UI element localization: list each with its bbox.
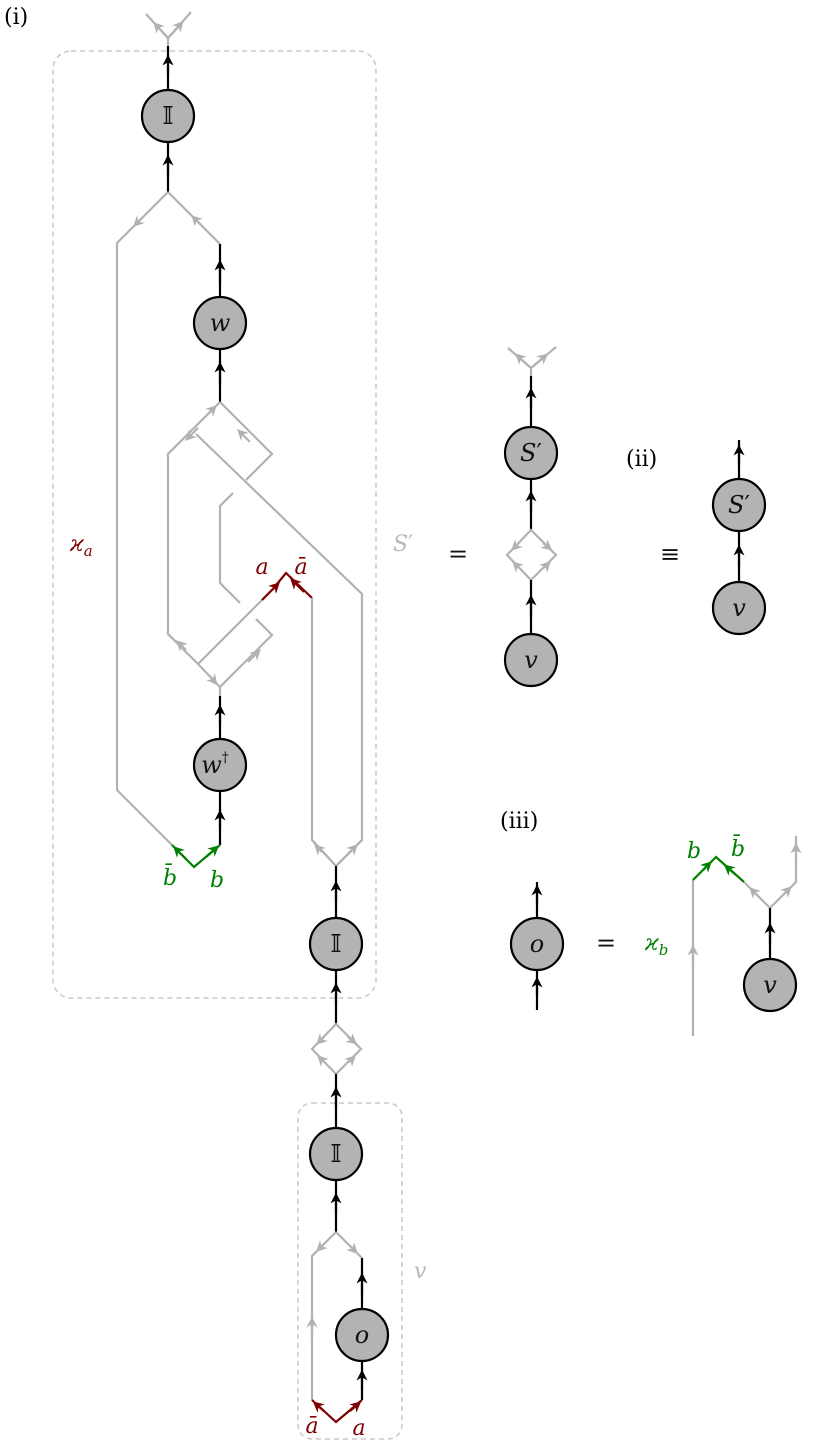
svg-text:S′: S′ xyxy=(728,491,750,519)
wire-kappa-a-loop xyxy=(115,191,173,846)
equiv-ii: ≡ xyxy=(660,540,680,568)
w-label: w xyxy=(210,309,231,337)
w-dagger-label: w† xyxy=(201,750,229,779)
equals-iii: = xyxy=(596,929,616,957)
v-node-iii xyxy=(742,957,798,1013)
crossing-network xyxy=(166,401,364,867)
v-node-i xyxy=(503,632,559,688)
label-abar-top: ā xyxy=(294,555,307,580)
svg-text:v: v xyxy=(732,594,746,622)
top-fork xyxy=(145,11,192,46)
label-b: b xyxy=(210,868,224,893)
svg-text:o: o xyxy=(355,1321,369,1349)
svg-text:𝕀: 𝕀 xyxy=(330,1140,341,1168)
label-bbar: b̄ xyxy=(163,863,177,891)
label-abar-bottom: ā xyxy=(305,1414,318,1439)
rhs-top-fork xyxy=(507,346,557,376)
svg-text:𝕀: 𝕀 xyxy=(330,930,341,958)
equals-i: = xyxy=(448,540,468,568)
red-cup-bottom xyxy=(311,1399,363,1424)
red-cup-top xyxy=(261,571,337,867)
svg-text:o: o xyxy=(530,930,544,958)
identity-label-top: 𝕀 xyxy=(162,102,173,130)
v-box-label: v xyxy=(414,1259,427,1284)
rhs-iii-wires xyxy=(687,836,802,1036)
v-box xyxy=(297,1102,403,1440)
label-b-iii: b xyxy=(687,839,701,864)
green-cup xyxy=(171,844,221,869)
v-node-ii xyxy=(711,580,767,636)
panel-label-i: (i) xyxy=(4,5,28,30)
kappa-a-label: ϰa xyxy=(69,532,93,560)
diamond-middle xyxy=(310,1022,363,1076)
rhs-diamond xyxy=(505,528,558,582)
s-prime-box-label: S′ xyxy=(393,532,413,557)
label-a-bottom: a xyxy=(352,1416,365,1441)
kappa-b-label: ϰb xyxy=(644,931,668,959)
svg-text:v: v xyxy=(763,971,777,999)
s-prime-box xyxy=(52,50,377,999)
label-a-top: a xyxy=(255,555,268,580)
label-bbar-iii: b̄ xyxy=(731,834,745,862)
svg-text:v: v xyxy=(524,646,538,674)
panel-label-iii: (iii) xyxy=(500,809,538,834)
panel-label-ii: (ii) xyxy=(626,447,657,472)
s-prime-label-i: S′ xyxy=(520,439,542,467)
